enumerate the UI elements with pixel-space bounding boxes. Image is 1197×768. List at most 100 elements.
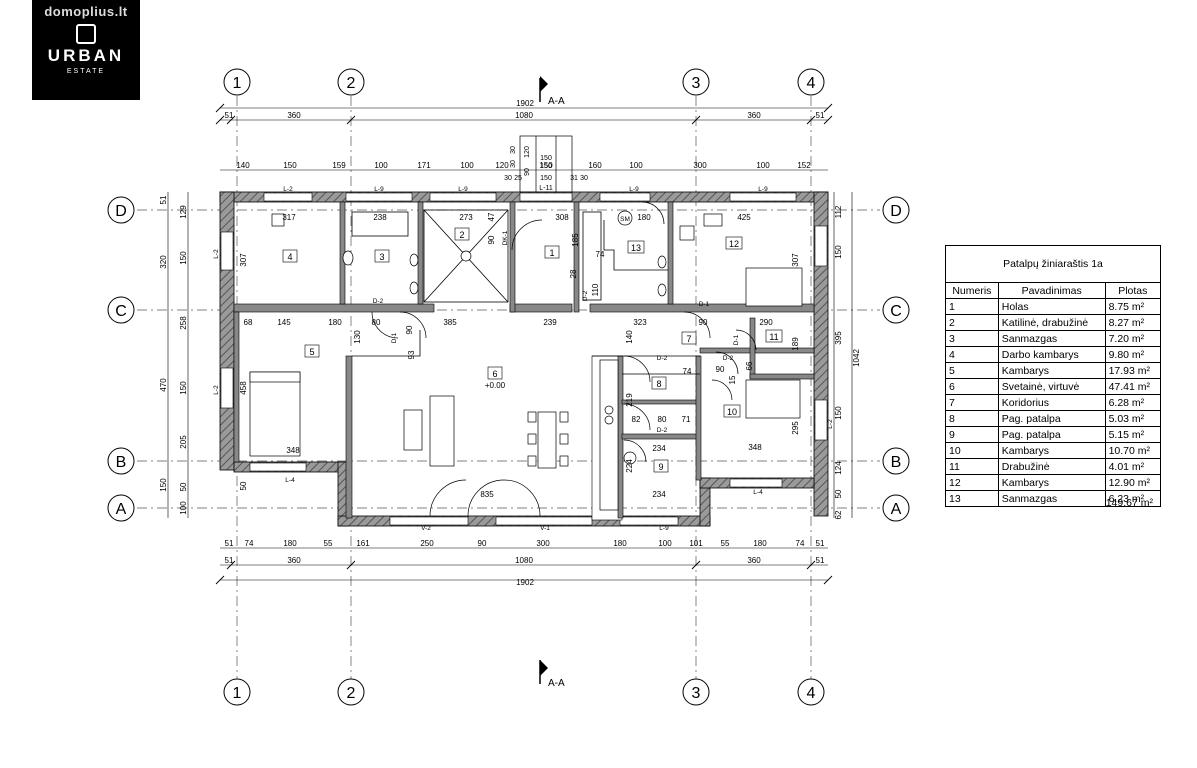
dim-top1-a: 51 bbox=[225, 111, 234, 120]
row-area: 7.20 m² bbox=[1104, 330, 1162, 347]
dim-small-4: 30 bbox=[580, 175, 588, 182]
door-swings bbox=[371, 201, 757, 517]
dim-bot1-d: 360 bbox=[747, 556, 761, 565]
room-num-6: 6 bbox=[492, 369, 497, 379]
inner-dim-11: 80 bbox=[372, 318, 381, 327]
dimension-ticks bbox=[215, 103, 833, 585]
dim-bot2-12: 180 bbox=[753, 539, 767, 548]
tag-SM: SM bbox=[620, 216, 630, 223]
dim-right-5: 124 bbox=[834, 461, 843, 475]
room-num-5: 5 bbox=[309, 347, 314, 357]
dim-bot2-0: 51 bbox=[225, 539, 234, 548]
dim-top1-d: 360 bbox=[747, 111, 761, 120]
dim-left-2: 320 bbox=[159, 255, 168, 269]
inner-dim-13: 239 bbox=[543, 318, 557, 327]
inner-dim-6: 307 bbox=[239, 253, 248, 267]
inner-dim-4: 180 bbox=[637, 213, 651, 222]
row-number: 6 bbox=[945, 378, 999, 395]
row-area: 12.90 m² bbox=[1104, 474, 1162, 491]
row-number: 12 bbox=[945, 474, 999, 491]
grid-bubble-top-1 bbox=[223, 68, 251, 96]
dim-bot2-6: 90 bbox=[478, 539, 487, 548]
schedule-total: 149.67 m² bbox=[1105, 497, 1153, 509]
grid-bubble-top-3 bbox=[682, 68, 710, 96]
inner-dim-26: 82 bbox=[632, 415, 641, 424]
logo-sub: ESTATE bbox=[66, 68, 106, 75]
row-area: 8.27 m² bbox=[1104, 314, 1162, 331]
inner-dim-35: 47 bbox=[487, 212, 496, 221]
inner-dim-8: 68 bbox=[244, 318, 253, 327]
grid-bubble-bottom-3 bbox=[682, 678, 710, 706]
inner-dim-40: 66 bbox=[745, 361, 754, 370]
grid-bubble-bottom-4 bbox=[797, 678, 825, 706]
dim-top2-2: 159 bbox=[332, 161, 346, 170]
dim-left-9: 50 bbox=[179, 482, 188, 491]
grid-label-right-C: C bbox=[890, 303, 902, 320]
grid-bubble-bottom-2 bbox=[337, 678, 365, 706]
inner-dim-18: 348 bbox=[286, 446, 300, 455]
floor-plan-drawing: 1 2 3 4 1 2 3 4 D C B A D C B A A-A A-A bbox=[107, 68, 910, 706]
room-num-2: 2 bbox=[459, 230, 464, 240]
tag-L4-right: L-4 bbox=[753, 489, 763, 496]
dim-left-10: 100 bbox=[179, 501, 188, 515]
dim-bay-90: 90 bbox=[524, 168, 531, 176]
dim-left-7: 205 bbox=[179, 435, 188, 449]
section-marker-bottom: A-A bbox=[539, 660, 565, 689]
schedule-header-number: Numeris bbox=[945, 282, 999, 299]
room-num-8: 8 bbox=[656, 379, 661, 389]
tag-L9-a: L-9 bbox=[374, 186, 384, 193]
row-area: 4.01 m² bbox=[1104, 458, 1162, 475]
tag-L4-left: L-4 bbox=[285, 477, 295, 484]
dim-top2-6: 120 bbox=[495, 161, 509, 170]
room-schedule: Patalpų žiniaraštis 1a Numeris Pavadinim… bbox=[945, 245, 1162, 509]
row-area: 8.75 m² bbox=[1104, 298, 1162, 315]
tag-V1: V-1 bbox=[540, 525, 550, 532]
dim-bot2-1: 74 bbox=[245, 539, 254, 548]
row-name: Kambarys bbox=[997, 362, 1106, 379]
row-number: 9 bbox=[945, 426, 999, 443]
inner-dim-1: 238 bbox=[373, 213, 387, 222]
tag-D1-b: D-1 bbox=[699, 301, 710, 308]
grid-label-bottom-4: 4 bbox=[807, 685, 816, 702]
inner-dim-0: 317 bbox=[282, 213, 296, 222]
room-num-9: 9 bbox=[658, 462, 663, 472]
dim-left-8: 150 bbox=[159, 478, 168, 492]
dim-bot2-13: 74 bbox=[796, 539, 805, 548]
dim-top2-3: 100 bbox=[374, 161, 388, 170]
schedule-title: Patalpų žiniaraštis 1a bbox=[945, 245, 1161, 283]
inner-dim-22: 348 bbox=[748, 443, 762, 452]
inner-dim-43: 224 bbox=[625, 459, 634, 473]
section-label-bottom: A-A bbox=[548, 678, 565, 689]
dim-top2-5: 100 bbox=[460, 161, 474, 170]
dim-right-0: 112 bbox=[834, 205, 843, 218]
row-area: 17.93 m² bbox=[1104, 362, 1162, 379]
row-name: Darbo kambarys bbox=[997, 346, 1106, 363]
dim-top2-11: 100 bbox=[756, 161, 770, 170]
furniture bbox=[249, 210, 803, 511]
section-marker-top: A-A bbox=[539, 76, 565, 107]
row-name: Kambarys bbox=[997, 474, 1106, 491]
dim-bot1-e: 51 bbox=[816, 556, 825, 565]
grid-label-top-2: 2 bbox=[347, 75, 356, 92]
inner-dim-32: 74 bbox=[596, 250, 605, 259]
urban-estate-logo: domoplius.lt URBAN ESTATE bbox=[32, 0, 140, 100]
grid-bubble-top-2 bbox=[337, 68, 365, 96]
dim-bot2-4: 161 bbox=[356, 539, 370, 548]
inner-dim-17: 458 bbox=[239, 381, 248, 395]
room-num-12: 12 bbox=[729, 239, 739, 249]
tag-L2-right: L-2 bbox=[827, 419, 834, 429]
inner-dim-10: 180 bbox=[328, 318, 342, 327]
tag-D1-a: D-1 bbox=[391, 332, 398, 343]
grid-label-left-C: C bbox=[115, 303, 127, 320]
inner-dim-12: 385 bbox=[443, 318, 457, 327]
row-name: Pag. patalpa bbox=[997, 426, 1106, 443]
dimension-lines bbox=[167, 107, 853, 581]
row-name: Sanmazgas bbox=[997, 490, 1106, 507]
dim-bot2-3: 55 bbox=[324, 539, 333, 548]
schedule-header-name: Pavadinimas bbox=[997, 282, 1106, 299]
room-num-4: 4 bbox=[287, 252, 292, 262]
dim-top2-10: 300 bbox=[693, 161, 707, 170]
